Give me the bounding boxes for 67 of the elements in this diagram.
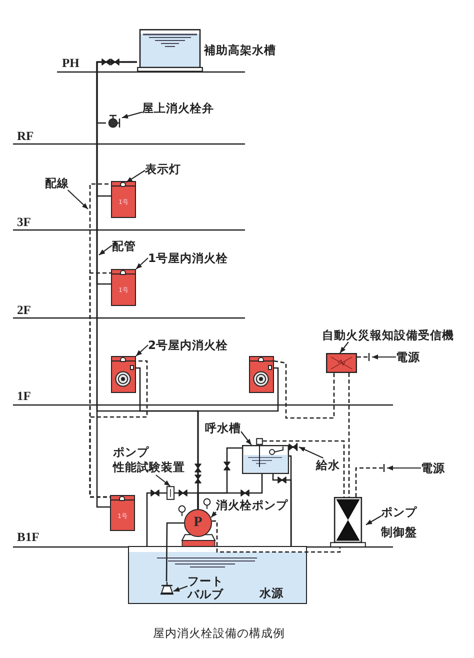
signal-wire [357,352,370,362]
callout-label: 呼水槽 [205,421,241,435]
leader-arrow [136,344,148,356]
alarm-receiver [326,353,357,373]
leader-arrow [126,170,146,183]
leader-arrow [366,516,382,526]
hydrant-cabinet [111,269,136,306]
floor-label: 1F [17,389,31,403]
pipe [146,492,150,546]
callout-label: 電源 [396,350,420,364]
floor-label: 2F [17,303,31,317]
leader-arrow [67,190,88,210]
control-panel [330,497,366,548]
signal-wire [274,360,335,419]
floor-label: PH [62,56,80,70]
leader-arrow [136,258,148,270]
float-switch [256,438,263,445]
pump: P [184,509,212,537]
callout-label: 2号屋内消火栓 [148,338,228,352]
floor-label: RF [17,129,34,143]
callout-label: 消火栓ポンプ [216,498,288,512]
water-source-label: 水源 [260,586,284,600]
callout-label: 自動火災報知設備受信機 [322,328,454,342]
leader-arrow [98,244,112,256]
test-device [150,486,188,500]
hydrant-cabinet [249,356,274,393]
water-tank [128,546,307,604]
signal-wire [263,440,345,497]
caption: 屋内消火栓設備の構成例 [153,626,285,640]
pipe [166,522,184,582]
pipe [96,61,137,508]
callout-label: ポンプ制御盤 [381,502,422,542]
floor-label: B1F [17,530,40,544]
elevated-water-tank [137,29,203,72]
signal-wire [355,463,385,497]
callout-label: ポンプ性能試験装置 [113,445,191,475]
foot-valve [160,582,174,594]
leader-arrow [240,431,252,446]
callout-label: 電源 [421,461,445,475]
leader-arrow [122,112,142,119]
hydrant-cabinet [110,495,135,531]
callout-label: フートバルブ [188,574,228,600]
pipe [272,474,292,546]
callout-label: 表示灯 [145,162,181,176]
leader-arrow [156,474,170,486]
tank-label: 補助高架水槽 [204,43,276,57]
callout-label: 配管 [112,239,136,253]
pipe [197,474,263,509]
callout-label: 配線 [45,176,69,190]
leader-arrow [210,511,218,518]
leader-arrow [372,354,396,360]
lamp-icon [120,182,126,187]
hydrant-cabinet [111,181,136,218]
leader-arrow [173,586,188,592]
leader-arrow [387,466,421,470]
floor-label: 3F [17,215,31,229]
signal-wire [348,373,350,497]
callout-label: 屋上消火栓弁 [142,101,214,115]
leader-arrow [298,446,324,458]
valve [106,114,122,129]
leader-arrow [340,342,349,354]
callout-label: 給水 [316,458,340,472]
callout-label: 1号屋内消火栓 [148,251,228,265]
priming-tank [242,445,289,474]
signal-wire [212,520,341,553]
signal-wire [89,360,148,498]
hydrant-cabinet [111,356,136,393]
